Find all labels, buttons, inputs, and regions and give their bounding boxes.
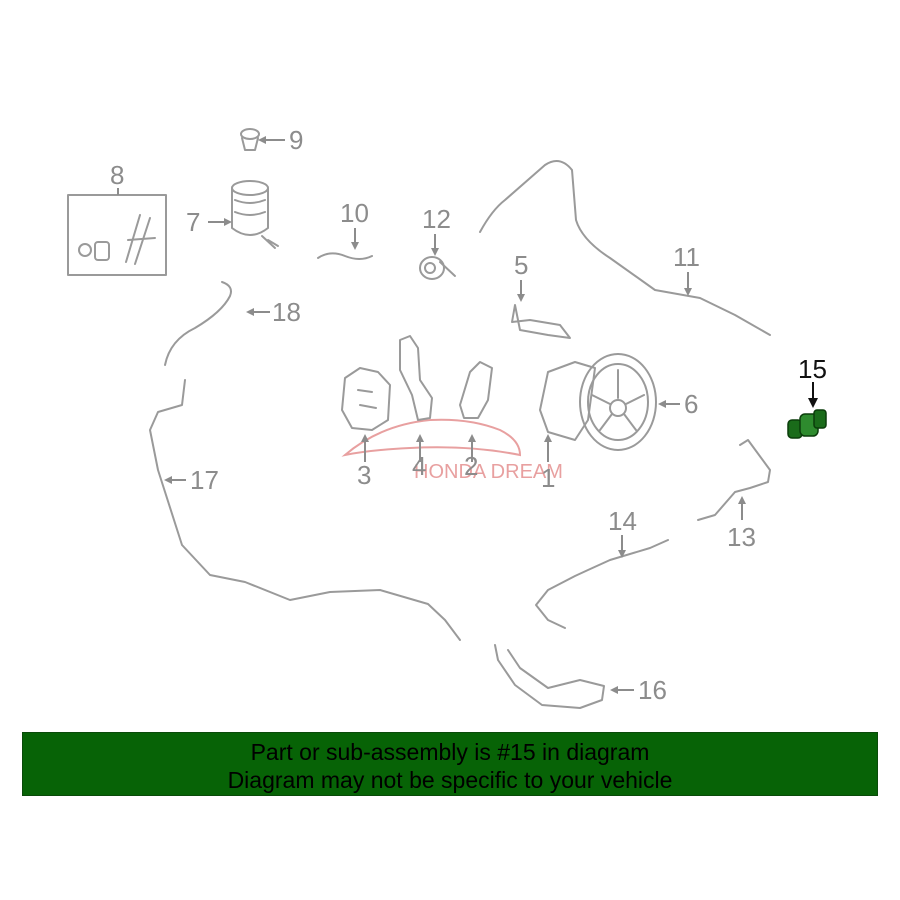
callout-9: 9 bbox=[289, 125, 303, 155]
callout-14: 14 bbox=[608, 506, 637, 536]
banner-line-2: Diagram may not be specific to your vehi… bbox=[227, 767, 673, 793]
callout-10: 10 bbox=[340, 198, 369, 228]
part-6-pump[interactable] bbox=[539, 353, 657, 451]
part-13-hose[interactable] bbox=[697, 439, 771, 521]
part-16-hose[interactable] bbox=[494, 644, 605, 709]
callout-12: 12 bbox=[422, 204, 451, 234]
callout-17: 17 bbox=[190, 465, 219, 495]
part-17-return-line[interactable] bbox=[149, 379, 461, 641]
watermark-logo: HONDA DREAM bbox=[341, 418, 563, 483]
callout-2: 2 bbox=[464, 451, 478, 481]
callout-8: 8 bbox=[110, 160, 124, 190]
part-10-hose[interactable] bbox=[317, 252, 373, 260]
callout-5: 5 bbox=[514, 250, 528, 280]
part-18-hose[interactable] bbox=[164, 281, 232, 366]
part-11-pressure-hose[interactable] bbox=[479, 160, 771, 336]
part-2-bracket[interactable] bbox=[459, 361, 493, 419]
watermark-text: HONDA DREAM bbox=[414, 461, 563, 483]
part-15-highlighted[interactable] bbox=[787, 409, 827, 439]
banner-line-1: Part or sub-assembly is #15 in diagram bbox=[250, 739, 650, 765]
callout-13: 13 bbox=[727, 522, 756, 552]
callout-1: 1 bbox=[541, 463, 555, 493]
leader-lines bbox=[117, 136, 818, 694]
part-5-bracket[interactable] bbox=[511, 304, 571, 339]
callout-6: 6 bbox=[684, 389, 698, 419]
part-14-line[interactable] bbox=[535, 539, 669, 629]
part-3-bracket[interactable] bbox=[341, 367, 391, 431]
callout-4: 4 bbox=[412, 451, 426, 481]
callout-15: 15 bbox=[798, 354, 827, 384]
callout-3: 3 bbox=[357, 460, 371, 490]
callout-18: 18 bbox=[272, 297, 301, 327]
callout-16: 16 bbox=[638, 675, 667, 705]
part-7-reservoir[interactable] bbox=[231, 180, 279, 249]
part-12-valve[interactable] bbox=[419, 256, 456, 280]
notice-banner: Part or sub-assembly is #15 in diagram D… bbox=[22, 732, 878, 796]
part-8-seal-kit[interactable] bbox=[67, 194, 167, 276]
part-9-reservoir-cap[interactable] bbox=[240, 128, 260, 151]
callout-7: 7 bbox=[186, 207, 200, 237]
callout-labels: 8 9 7 10 12 11 5 6 18 3 4 2 1 17 13 14 1… bbox=[110, 125, 827, 705]
callout-11: 11 bbox=[673, 242, 700, 272]
part-4-bracket[interactable] bbox=[399, 335, 433, 421]
